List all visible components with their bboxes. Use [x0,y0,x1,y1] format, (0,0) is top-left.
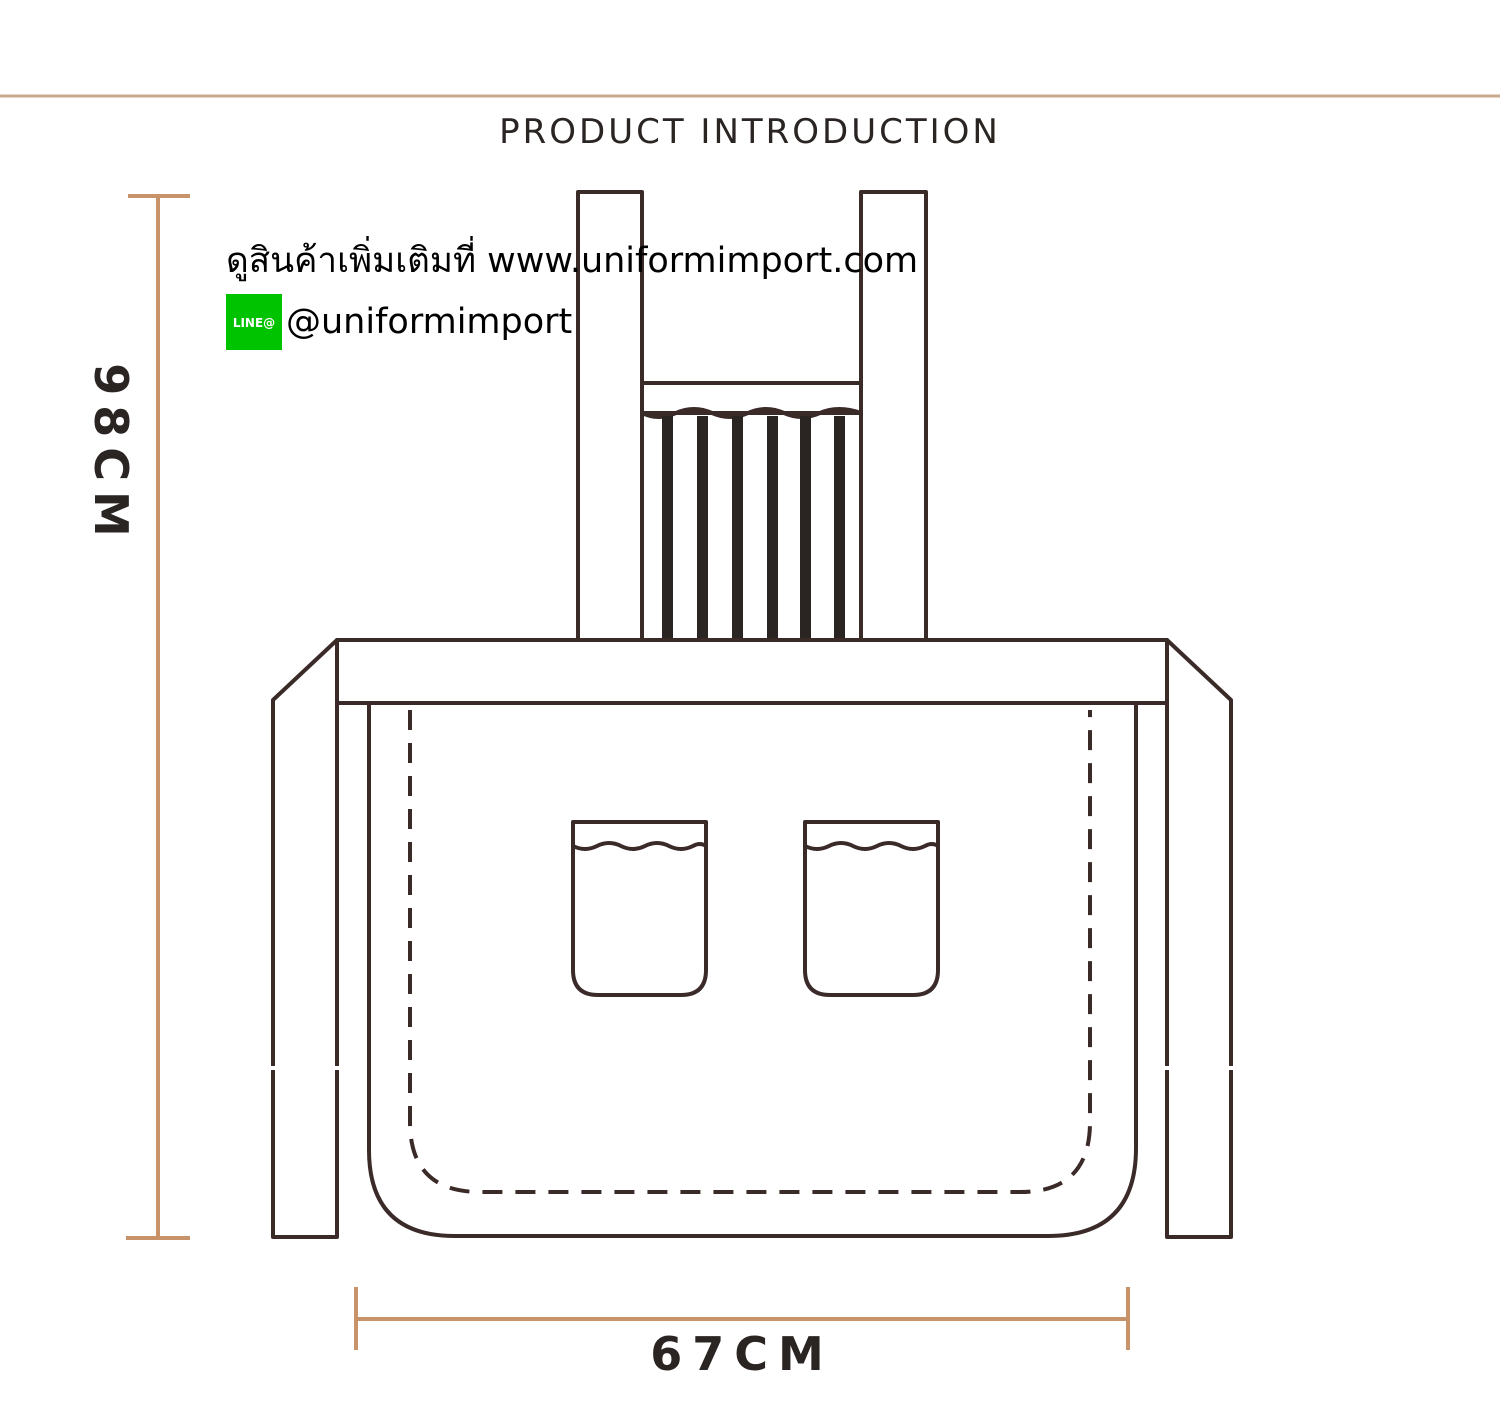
pleat [834,416,845,640]
line-badge-icon [226,294,282,350]
promo-overlay: ดูสินค้าเพิ่มเติมที่ www.uniformimport.c… [226,236,918,350]
pleat [697,416,708,640]
bib-band-wave [641,407,862,419]
apron-drawing [268,190,1236,1239]
pleat [662,416,673,640]
apron-skirt [367,701,1138,1238]
line-badge-label: LINE@ [233,316,275,330]
bib-band [640,381,863,415]
pleat [800,416,811,640]
pleat [732,416,743,640]
right-waist-tie [1165,638,1233,1239]
waistband [335,638,1169,705]
line-handle-text: @uniformimport [286,302,572,342]
page-heading: PRODUCT INTRODUCTION [499,112,1001,152]
pleat [767,416,778,640]
height-label: 98CM [84,363,138,547]
left-waist-tie [271,638,339,1239]
left-pocket [571,820,708,997]
width-dimension: 67CM [354,1287,1130,1381]
bib-pleats [662,416,845,640]
right-pocket [803,820,940,997]
right-neck-strap [859,190,928,642]
promo-url-text: ดูสินค้าเพิ่มเติมที่ www.uniformimport.c… [226,236,918,281]
width-label: 67CM [650,1327,834,1381]
skirt-stitching [408,710,1092,1194]
height-dimension: 98CM [84,194,190,1240]
